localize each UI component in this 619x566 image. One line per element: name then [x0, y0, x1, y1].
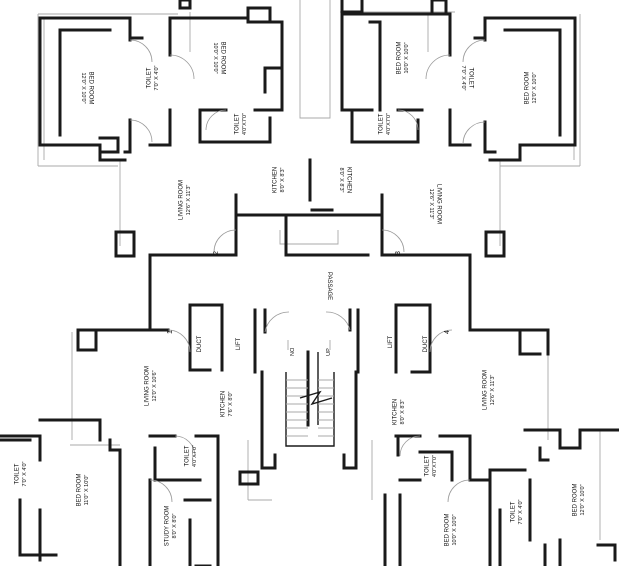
room-name: BED ROOM [525, 72, 531, 105]
room-size: 4'0"X7'0" [242, 113, 248, 135]
room-name: BED ROOM [77, 474, 83, 507]
room-name: BED ROOM [88, 72, 94, 105]
room-size: 12'0" X 10'0" [580, 484, 586, 515]
room-duct-e: DUCT [423, 335, 429, 352]
stair-down-label: DN [288, 348, 294, 356]
room-name: STUDY ROOM [165, 506, 171, 547]
room-name: TOILET [468, 68, 474, 89]
room-size: 12'0" X 10'6" [152, 370, 158, 401]
room-size: 10'0" X 10'0" [404, 42, 410, 73]
unit-2: 2 [213, 251, 220, 255]
room-name: LIVING ROOM [145, 366, 151, 406]
room-name: TOILET [511, 501, 517, 522]
room-size: 4'0"X7'0" [192, 445, 198, 467]
room-size: 11'0" X 10'0" [84, 475, 90, 506]
walls-north-west [38, 0, 284, 332]
room-name: DUCT [423, 335, 429, 352]
room-size: 12'6" X 11'3" [490, 375, 496, 406]
room-name: PASSAGE [326, 272, 332, 300]
room-size: 8'0" X 8'3" [338, 168, 344, 193]
room-name: LIVING ROOM [483, 370, 489, 410]
stair-up-label: UP [326, 348, 332, 356]
room-name: BED ROOM [397, 42, 403, 75]
room-lift-e: LIFT [388, 336, 394, 349]
room-name: TOILET [185, 445, 191, 466]
room-size: 8'0" X 8'3" [400, 399, 406, 424]
room-name: KITCHEN [273, 167, 279, 193]
room-name: TOILET [15, 463, 21, 484]
walls-north-east [340, 0, 577, 332]
room-size: 10'0" X 10'0" [212, 42, 218, 73]
room-name: TOILET [147, 67, 153, 88]
room-name: KITCHEN [221, 391, 227, 417]
room-size: 4'0"X7'0" [432, 455, 438, 477]
room-size: 7'6" X 8'0" [228, 391, 234, 416]
room-name: KITCHEN [393, 399, 399, 425]
room-passage: PASSAGE [326, 272, 332, 300]
unit-4: 4 [444, 330, 451, 334]
unit-1: 1 [167, 330, 174, 334]
room-duct-w: DUCT [197, 335, 203, 352]
room-name: LIFT [236, 338, 242, 351]
room-size: 12'0" X 10'0" [80, 72, 86, 103]
room-size: 10'0" X 10'0" [452, 514, 458, 545]
unit-3: 3 [395, 251, 402, 255]
walls-south-east [383, 328, 619, 566]
room-name: LIFT [388, 336, 394, 349]
room-name: TOILET [425, 455, 431, 476]
room-name: BED ROOM [573, 484, 579, 517]
room-name: BED ROOM [220, 42, 226, 75]
room-lift-w: LIFT [236, 338, 242, 351]
room-name: BED ROOM [445, 514, 451, 547]
room-name: LIVING ROOM [179, 180, 185, 220]
room-size: 7'0" X 4'0" [460, 66, 466, 91]
staircase [286, 340, 334, 437]
balcony-outlines [37, 0, 601, 540]
unit-numbers: 1 2 3 4 [167, 251, 451, 334]
walls-core [188, 158, 432, 470]
room-size: 7'0" X 4'0" [22, 461, 28, 486]
room-size: 8'0" X 8'3" [280, 167, 286, 192]
room-size: 12'6" X 11'3" [428, 189, 434, 220]
room-size: 7'0" X 4'0" [518, 499, 524, 524]
room-name: TOILET [379, 113, 385, 134]
walls-south-west [0, 328, 260, 566]
door-swings [129, 39, 486, 503]
room-name: TOILET [235, 113, 241, 134]
room-size: 7'0" X 4'0" [154, 65, 160, 90]
room-name: KITCHEN [346, 167, 352, 193]
room-name: DUCT [197, 335, 203, 352]
room-size: 12'0" X 10'0" [532, 72, 538, 103]
room-name: LIVING ROOM [436, 184, 442, 224]
room-size: 8'0" X 8'0" [172, 513, 178, 538]
room-size: 12'6" X 11'3" [186, 185, 192, 216]
room-size: 4'0"X7'0" [386, 113, 392, 135]
